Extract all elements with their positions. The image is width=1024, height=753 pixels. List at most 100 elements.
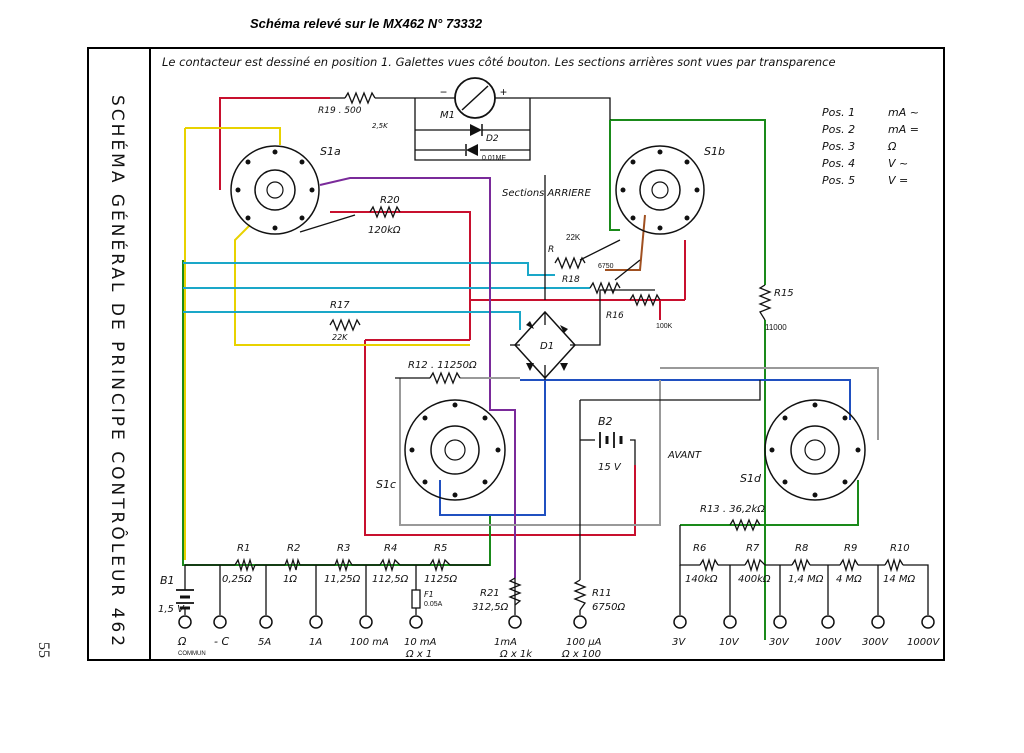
resistor-r6 [699,557,719,573]
wire-red-6 [364,340,636,536]
terminal-ohm [178,615,192,629]
terminal-label-10ma: 10 mA [404,637,437,648]
label-r2-val: 1Ω [283,574,297,585]
terminal-1a [309,615,323,629]
label-r11-val: 6750Ω [592,602,625,613]
terminal-label-100v: 100V [815,637,842,648]
resistor-r3 [334,557,353,573]
label-f1-val: 0.05A [424,601,443,608]
label-r18: R18 [562,275,580,285]
terminal-3v [673,615,687,629]
wafer-s1b: S1b [615,145,725,235]
mode-1: mA ~ [888,106,919,119]
resistor-r17 [329,318,361,332]
label-r-top-val: 22K [566,233,581,242]
label-r3-val: 11,25Ω [324,574,361,585]
fuse-icon [411,589,421,609]
label-r10-val: 14 MΩ [883,574,916,585]
wire-grey-1 [399,378,661,526]
position-legend: Pos. 1 mA ~ Pos. 2 mA = Pos. 3 Ω Pos. 4 … [822,106,919,187]
resistor-r8 [791,557,811,573]
label-r3: R3 [337,543,350,554]
resistor-r1 [234,557,256,573]
label-m1: M1 [440,110,455,121]
terminal-100ma [359,615,373,629]
terminal-100v [821,615,835,629]
label-b2: B2 [598,415,613,428]
label-b1-val: 1,5 V [158,604,185,615]
resistor-r19 [344,91,376,105]
pos-1: Pos. 1 [822,106,855,119]
label-r20-val: 120kΩ [368,225,401,236]
wire-cyan-1 [183,262,555,276]
pos-5: Pos. 5 [822,174,855,187]
label-f1: F1 [424,590,434,599]
resistor-r15 [758,284,772,321]
wire-red-2 [330,211,471,340]
terminal-posts [178,615,935,629]
diode-d2-icon: D2 0.01MF [465,124,506,162]
label-r7-val: 400kΩ [738,574,771,585]
terminal-c [213,615,227,629]
label-r21: R21 [480,588,500,599]
terminal-sub-100ua: Ω x 100 [561,649,601,660]
resistor-r11 [573,579,587,611]
wire-cyan-3 [183,311,521,330]
wire-yellow-1 [185,127,281,145]
resistor-r16 [629,293,661,307]
label-r8: R8 [795,543,808,554]
resistor-r7 [744,557,766,573]
label-r11: R11 [592,588,612,599]
resistors [234,91,904,611]
terminal-label-3v: 3V [672,637,686,648]
label-r2: R2 [287,543,300,554]
label-r15: R15 [774,288,794,299]
terminal-label-c: - C [214,635,229,648]
label-r16-val: 100K [656,323,673,330]
label-r19: R19 . 500 [318,106,362,116]
black-wiring [184,97,929,615]
terminal-300v [871,615,885,629]
terminal-sub-ohm: COMMUN [178,651,206,657]
mode-3: Ω [887,140,897,153]
label-b1: B1 [160,574,175,587]
label-r-top: R [548,245,554,255]
resistor-r21 [508,577,522,606]
label-r19-alt: 2,5K [372,122,389,130]
terminal-label-300v: 300V [862,637,889,648]
label-r12: R12 . 11250Ω [408,360,477,371]
label-r5-val: 1125Ω [424,574,457,585]
label-s1d: S1d [740,472,762,485]
bridge-d1-icon: D1 [513,310,577,380]
resistor-r-top [554,256,586,270]
mode-5: V = [888,174,908,187]
svg-text:+: + [500,85,507,99]
terminal-label-1ma: 1mA [494,637,517,648]
wire-red-1 [219,97,330,190]
header-title: Schéma relevé sur le MX462 N° 73332 [250,16,483,31]
pos-2: Pos. 2 [822,123,855,136]
terminal-5a [259,615,273,629]
label-r7: R7 [746,543,760,554]
label-r8-val: 1,4 MΩ [788,574,824,585]
resistor-r13 [729,518,761,532]
wafer-s1c: S1c [376,399,506,501]
terminal-label-ohm: Ω [177,635,187,648]
label-r4: R4 [384,543,397,554]
label-d2: D2 [486,134,499,144]
label-cap: 0.01MF [482,155,506,162]
wafer-s1a: S1a [230,145,341,235]
resistor-r4 [379,557,401,573]
wire-grey-2 [660,367,879,440]
label-front: AVANT [667,450,702,461]
label-r17: R17 [330,300,350,311]
wafer-s1d: S1d [740,399,866,501]
wire-yellow-3 [234,224,470,346]
label-r16: R16 [606,311,624,321]
svg-text:−: − [440,85,447,99]
label-r13: R13 . 36,2kΩ [700,504,765,515]
resistor-r18 [589,281,621,295]
label-s1b: S1b [704,145,725,158]
wire-brown-1 [605,214,646,271]
